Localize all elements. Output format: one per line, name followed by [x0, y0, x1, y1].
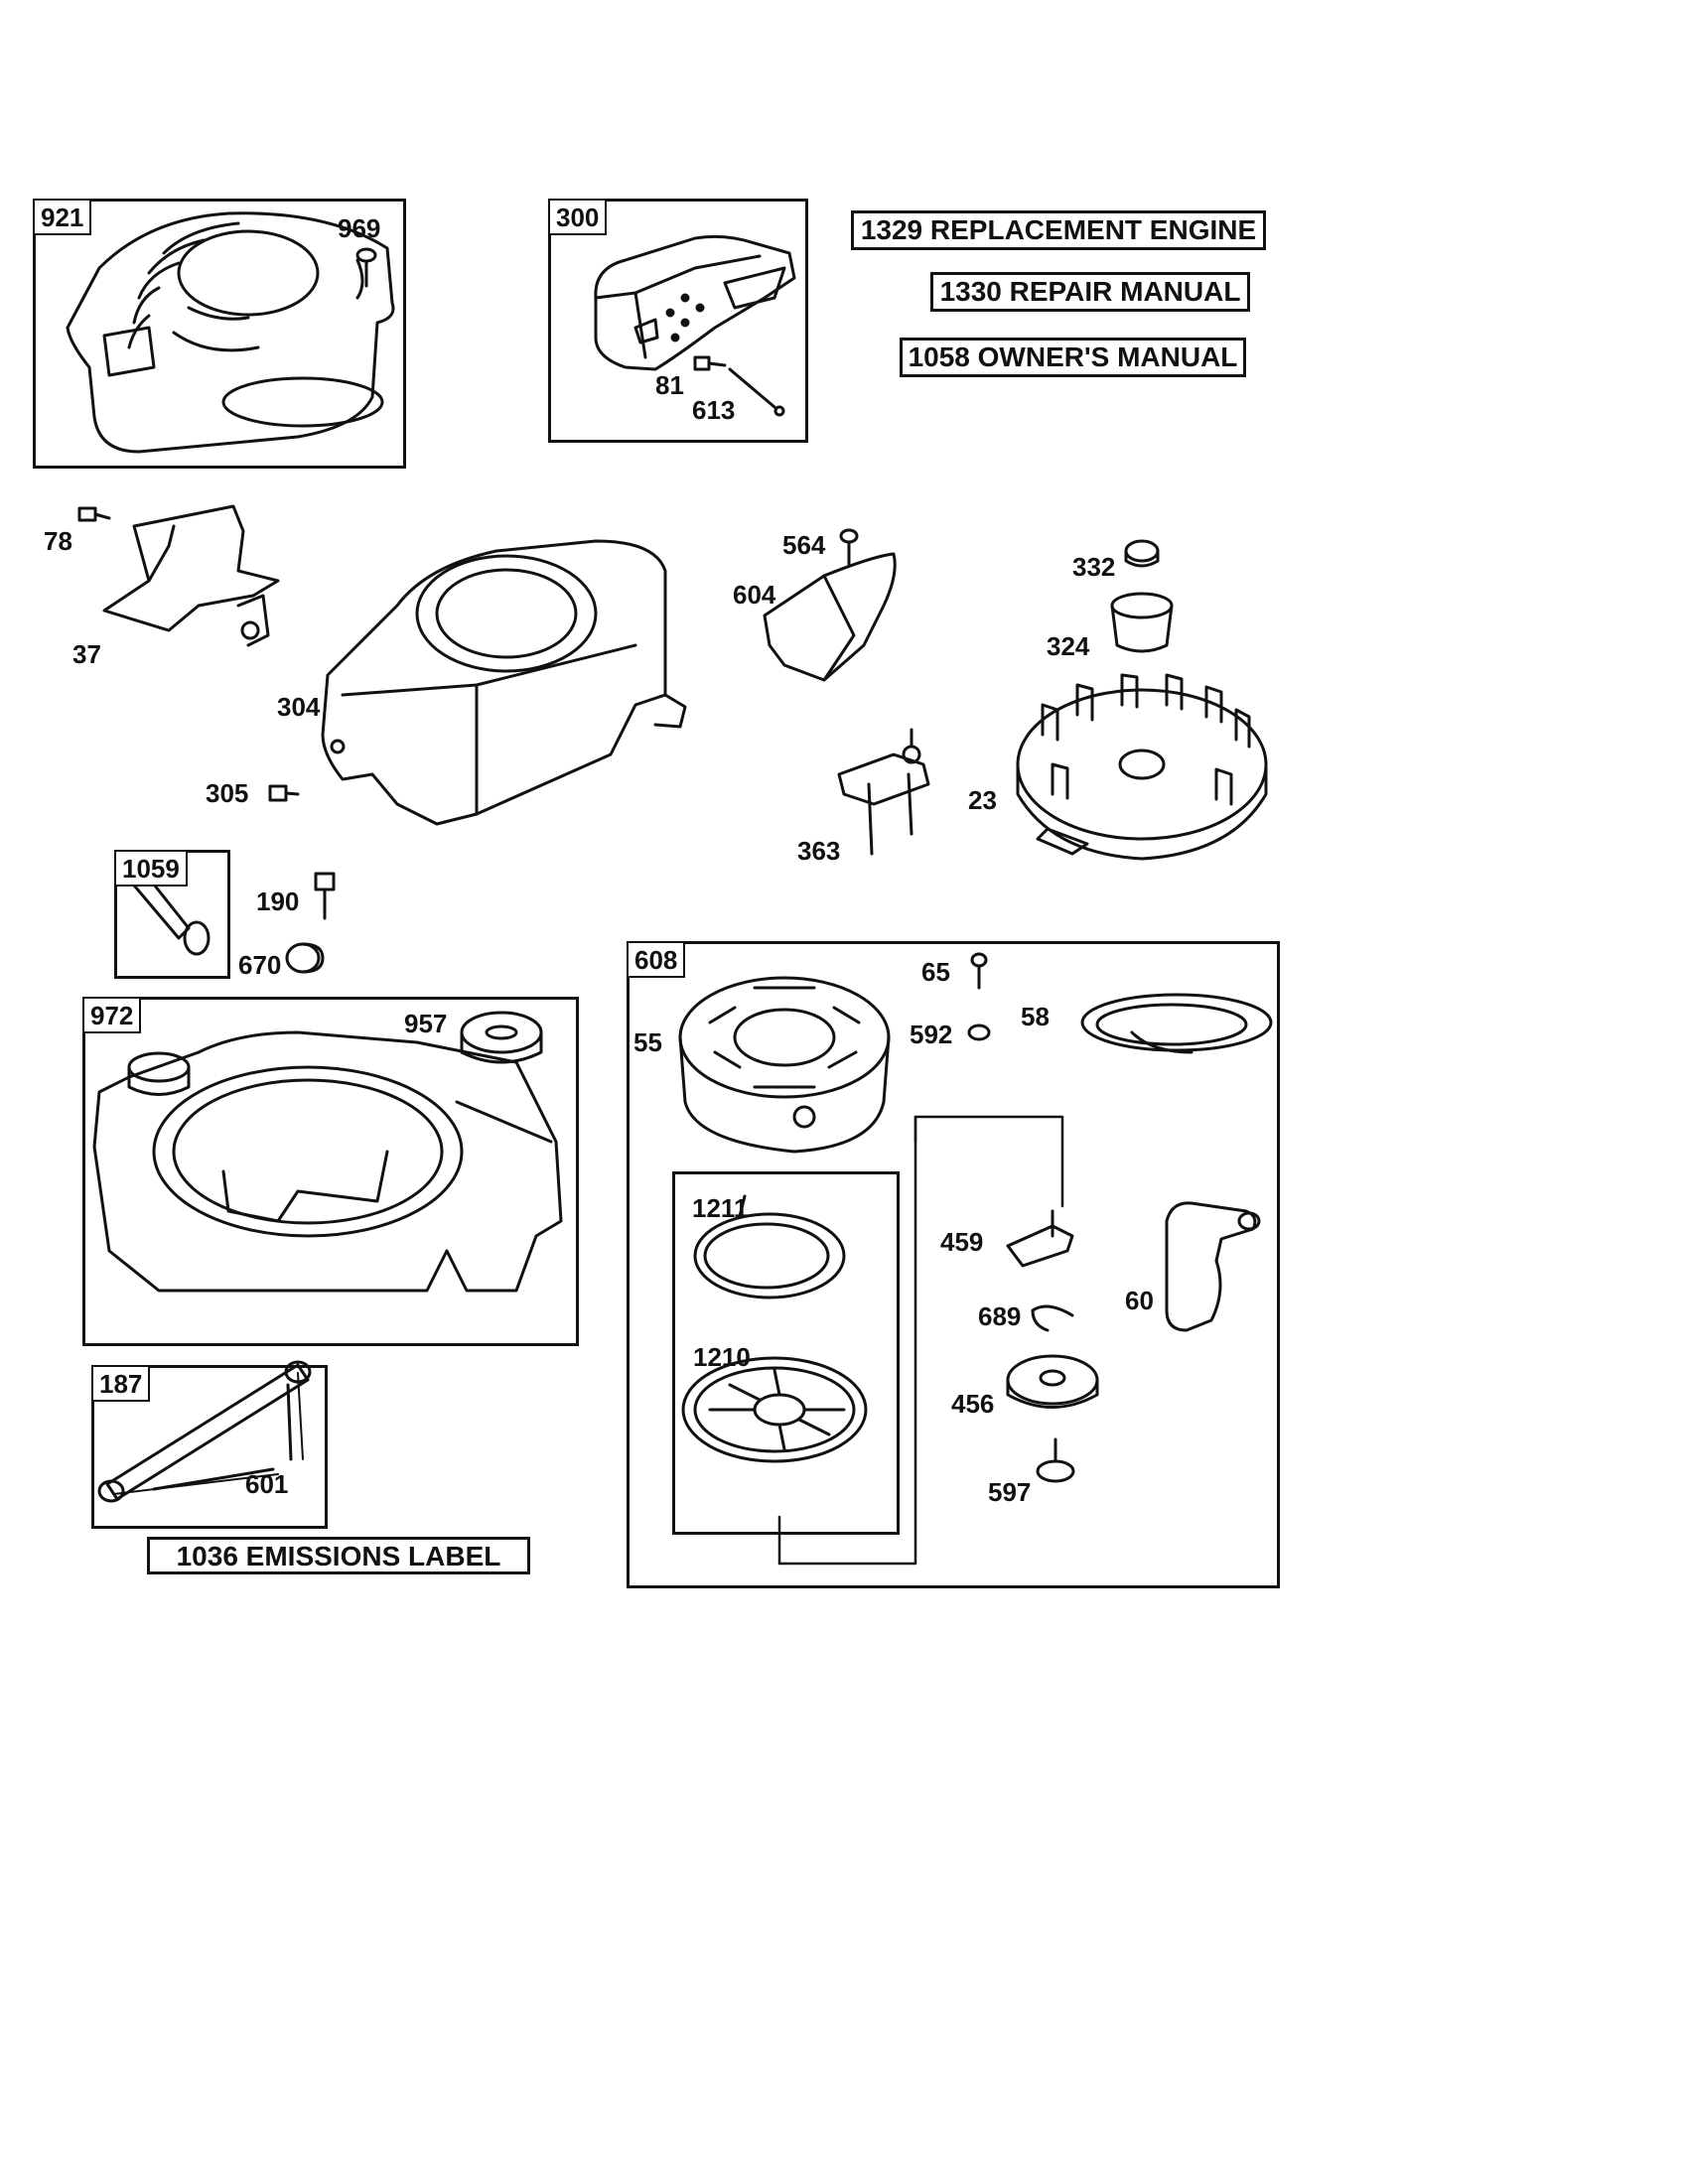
- tag-608: 608: [627, 941, 686, 978]
- flywheel-23-drawing: [1016, 673, 1268, 861]
- part-label-65: 65: [921, 957, 950, 987]
- part-label-1210: 1210: [693, 1342, 751, 1372]
- screw-597-drawing: [1036, 1437, 1075, 1483]
- blower-housing-cover-drawing: [66, 211, 395, 454]
- handle-60-drawing: [1165, 1201, 1261, 1332]
- part-label-689: 689: [978, 1301, 1022, 1331]
- nut-592-drawing: [967, 1024, 991, 1041]
- part-label-670: 670: [238, 950, 282, 980]
- box-972-fuel-tank: [82, 997, 579, 1346]
- muffler-drawing: [594, 234, 796, 371]
- spring-58-drawing: [1080, 993, 1273, 1054]
- part-label-1211: 1211: [692, 1193, 749, 1223]
- screw-190-drawing: [314, 872, 336, 920]
- part-label-459: 459: [940, 1227, 984, 1257]
- part-label-37: 37: [72, 639, 101, 669]
- cup-324-drawing: [1110, 592, 1174, 653]
- tag-921: 921: [33, 199, 92, 235]
- part-label-305: 305: [206, 778, 249, 808]
- part-label-969: 969: [338, 213, 381, 243]
- banner-replacement-engine: 1329 REPLACEMENT ENGINE: [851, 210, 1266, 250]
- part-label-564: 564: [782, 530, 826, 560]
- screw-564-drawing: [839, 528, 859, 566]
- spacer-670-drawing: [285, 942, 325, 974]
- box-starter-inner: [672, 1171, 900, 1535]
- tag-972: 972: [82, 997, 142, 1033]
- part-label-78: 78: [44, 526, 72, 556]
- part-label-58: 58: [1021, 1002, 1050, 1031]
- box-187-fuel-line: [91, 1365, 328, 1529]
- banner-repair-manual: 1330 REPAIR MANUAL: [930, 272, 1250, 312]
- fuel-cap-957-drawing: [460, 1011, 543, 1064]
- leader-lines: [113, 1372, 304, 1495]
- part-label-363: 363: [797, 836, 841, 866]
- air-guide-37-drawing: [102, 504, 280, 647]
- part-label-604: 604: [733, 580, 776, 610]
- starter-housing-55-drawing: [678, 976, 891, 1154]
- box-300-muffler: [548, 199, 808, 443]
- part-label-23: 23: [968, 785, 997, 815]
- cam-456-drawing: [1006, 1354, 1099, 1409]
- part-label-592: 592: [910, 1020, 953, 1049]
- screw-78-drawing: [77, 506, 111, 522]
- part-label-190: 190: [256, 887, 300, 916]
- part-label-456: 456: [951, 1389, 995, 1419]
- banner-owners-manual: 1058 OWNER'S MANUAL: [900, 338, 1246, 377]
- bolt-613-drawing: [728, 367, 785, 417]
- tag-300: 300: [548, 199, 608, 235]
- part-label-55: 55: [633, 1027, 662, 1057]
- banner-emissions-label: 1036 EMISSIONS LABEL: [147, 1537, 530, 1574]
- part-label-60: 60: [1125, 1286, 1154, 1315]
- nut-332-drawing: [1124, 539, 1160, 568]
- screw-81-drawing: [693, 355, 727, 371]
- part-label-957: 957: [404, 1009, 448, 1038]
- box-921-cover: [33, 199, 406, 469]
- tag-187: 187: [91, 1365, 151, 1402]
- blower-housing-304-drawing: [321, 539, 687, 826]
- retainer-689-drawing: [1031, 1304, 1074, 1332]
- dog-459-drawing: [1006, 1209, 1074, 1268]
- fuel-tank-972-drawing: [92, 1030, 563, 1293]
- screw-65-drawing: [970, 952, 988, 990]
- tag-1059: 1059: [114, 850, 188, 887]
- screw-305-drawing: [268, 784, 300, 802]
- part-label-601: 601: [245, 1469, 289, 1499]
- part-label-332: 332: [1072, 552, 1116, 582]
- screw-969-drawing: [355, 247, 377, 288]
- air-guide-604-drawing: [763, 552, 897, 682]
- starter-assembly-bracket-lines: [777, 1115, 1064, 1566]
- part-label-324: 324: [1047, 631, 1090, 661]
- box-608-starter: [627, 941, 1280, 1588]
- part-label-597: 597: [988, 1477, 1032, 1507]
- bracket-363-drawing: [837, 728, 930, 856]
- part-label-304: 304: [277, 692, 321, 722]
- part-label-613: 613: [692, 395, 736, 425]
- pulley-1210-drawing: [681, 1356, 868, 1463]
- part-label-81: 81: [655, 370, 684, 400]
- spring-1211-drawing: [693, 1194, 846, 1299]
